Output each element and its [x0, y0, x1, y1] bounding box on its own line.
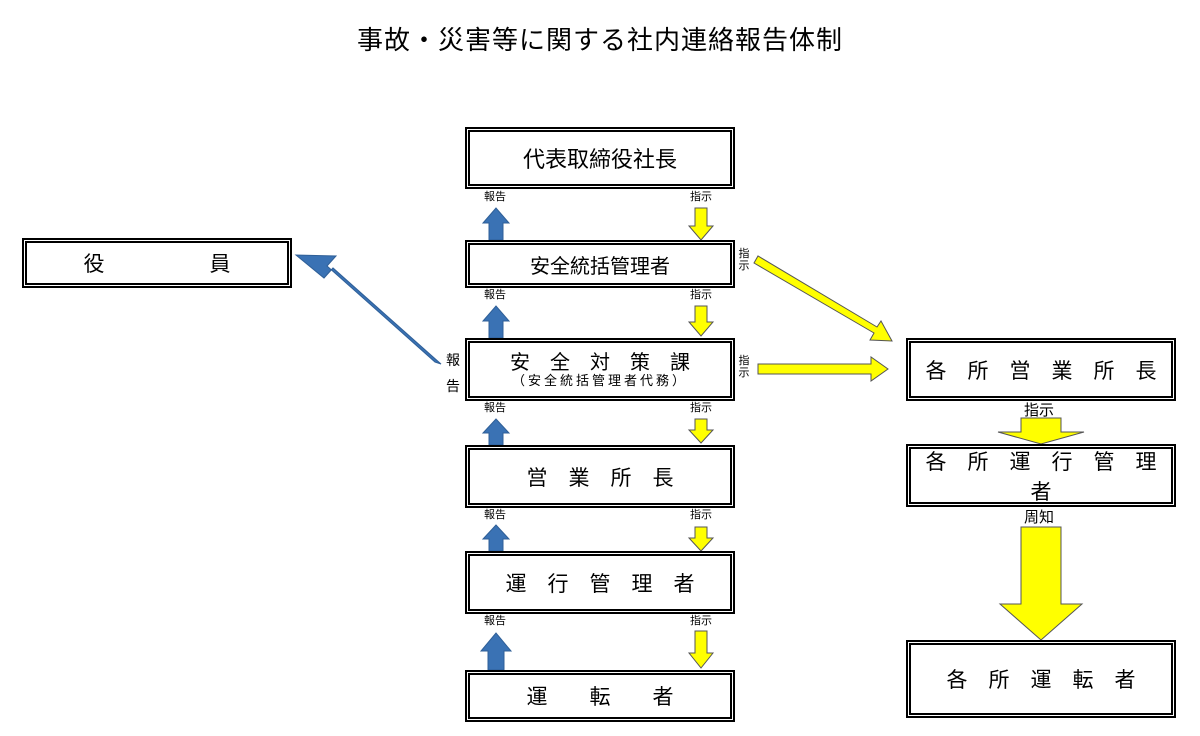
instruction-label-vertical: 指示 — [738, 247, 750, 272]
driver-box: 運 転 者 — [465, 670, 735, 722]
operations-manager-label: 運 行 管 理 者 — [505, 571, 695, 596]
all-operations-managers-box: 各 所 運 行 管 理 者 — [906, 444, 1178, 507]
instruction-label: 指示 — [690, 190, 712, 203]
instruction-arrow-wide — [997, 417, 1085, 445]
instruction-label: 指示 — [690, 288, 712, 301]
instruction-arrow-right — [757, 356, 889, 382]
instruction-arrow-diagonal — [753, 255, 893, 342]
safety-manager-box: 安全統括管理者 — [465, 240, 735, 288]
instruction-label: 指示 — [690, 508, 712, 521]
report-label: 報告 — [484, 508, 506, 521]
instruction-arrow-down — [687, 305, 715, 337]
instruction-arrow-down — [687, 207, 715, 241]
safety-section-label: 安 全 対 策 課 — [510, 349, 690, 374]
president-label: 代表取締役社長 — [522, 148, 677, 173]
instruction-label: 指示 — [690, 401, 712, 414]
president-box: 代表取締役社長 — [465, 127, 735, 189]
report-label: 報告 — [484, 190, 506, 203]
safety-section-box: 安 全 対 策 課 （安全統括管理者代務） — [465, 338, 735, 401]
safety-manager-label: 安全統括管理者 — [530, 253, 670, 278]
report-arrow-up — [479, 632, 513, 671]
officers-label: 役 員 — [83, 252, 231, 276]
report-label-vertical: 報告 — [446, 353, 460, 395]
instruction-arrow-down — [687, 418, 715, 444]
instruction-label: 指示 — [1024, 401, 1055, 419]
all-drivers-label: 各 所 運 転 者 — [946, 668, 1136, 692]
all-branch-managers-box: 各 所 営 業 所 長 — [906, 338, 1176, 401]
instruction-arrow-down — [687, 526, 715, 552]
instruction-label-vertical: 指示 — [738, 354, 750, 379]
branch-manager-label: 営 業 所 長 — [526, 465, 674, 490]
notify-label: 周知 — [1024, 508, 1055, 526]
report-label: 報告 — [484, 288, 506, 301]
all-drivers-box: 各 所 運 転 者 — [906, 640, 1176, 718]
report-label: 報告 — [484, 614, 506, 627]
officers-box: 役 員 — [22, 238, 292, 288]
report-arrow-to-officers — [294, 254, 442, 365]
report-arrow-up — [481, 524, 511, 552]
all-operations-managers-label: 各 所 運 行 管 理 者 — [925, 449, 1178, 504]
safety-section-sublabel: （安全統括管理者代務） — [511, 373, 688, 389]
all-branch-managers-label: 各 所 営 業 所 長 — [925, 358, 1157, 383]
report-arrow-up — [481, 207, 511, 241]
instruction-arrow-down — [687, 630, 715, 669]
report-label: 報告 — [484, 401, 506, 414]
report-arrow-up — [481, 305, 511, 339]
instruction-label: 指示 — [690, 614, 712, 627]
branch-manager-box: 営 業 所 長 — [465, 445, 735, 508]
operations-manager-box: 運 行 管 理 者 — [465, 551, 735, 614]
notify-arrow-down — [998, 526, 1084, 641]
report-arrow-up — [481, 418, 511, 446]
page-title: 事故・災害等に関する社内連絡報告体制 — [356, 26, 843, 56]
driver-label: 運 転 者 — [526, 685, 674, 709]
